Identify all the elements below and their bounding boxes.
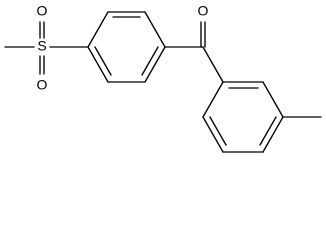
carbonyl-oxygen-label: O	[198, 3, 209, 19]
right-benzene-ring	[202, 81, 322, 153]
right-ring-bond-5	[262, 81, 284, 118]
methylsulfonyl-group: S O O	[4, 3, 89, 93]
left-ring-bond-6	[87, 46, 109, 83]
left-ring-bond-3	[144, 11, 166, 48]
sulfonyl-top-oxygen-label: O	[37, 3, 48, 19]
chemical-structure-diagram: S O O O	[4, 3, 322, 153]
sulfur-atom-label: S	[37, 38, 46, 54]
chemical-structure-canvas: S O O O	[4, 3, 322, 153]
left-ring-inner-double-bond-left	[94, 46, 112, 76]
left-ring-inner-double-bond-right	[141, 46, 159, 76]
carbonyl-to-right-ring-bond	[202, 46, 224, 83]
carbonyl-group: O	[164, 3, 224, 83]
right-ring-inner-double-bond-left	[209, 116, 227, 146]
left-ring-bond-1	[87, 11, 109, 48]
right-ring-bond-1	[202, 81, 224, 118]
sulfonyl-bottom-oxygen-label: O	[37, 77, 48, 93]
right-ring-bond-4	[262, 116, 284, 153]
left-benzene-ring	[87, 11, 166, 83]
right-ring-inner-double-bond-right	[259, 116, 277, 146]
right-ring-bond-2	[202, 116, 224, 153]
left-ring-bond-4	[144, 46, 166, 83]
